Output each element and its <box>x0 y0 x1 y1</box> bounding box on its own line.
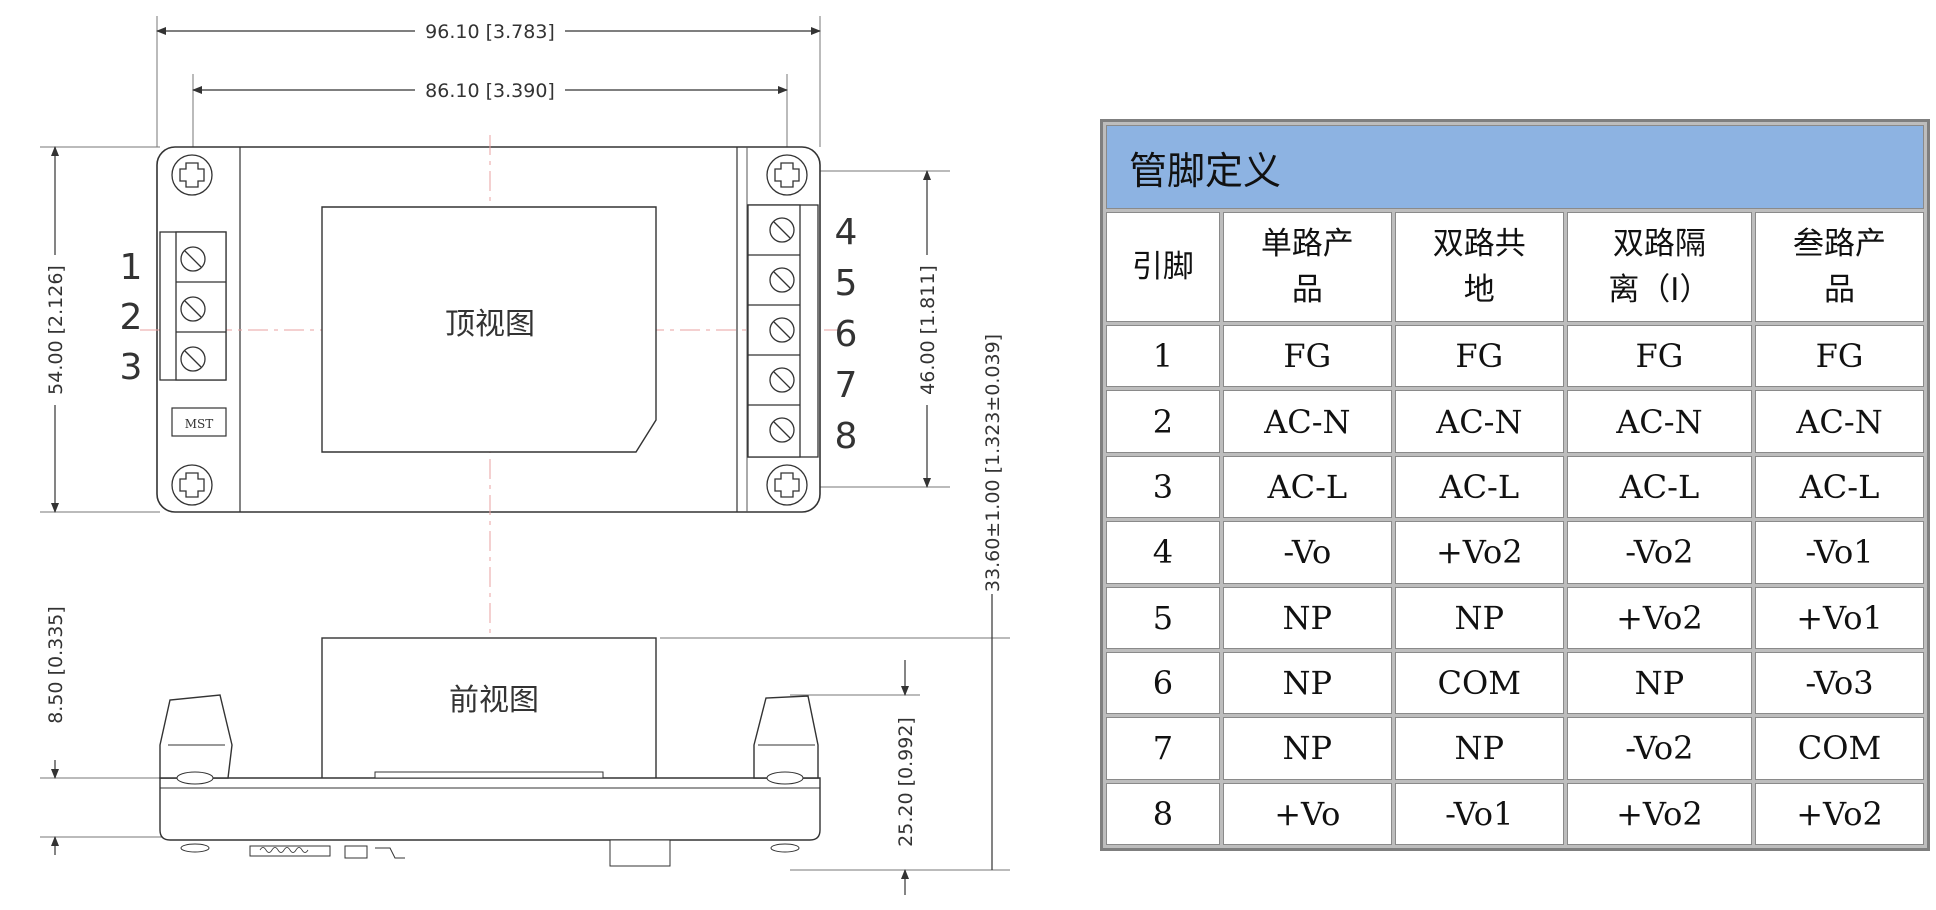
table-cell: -Vo1 <box>1394 782 1564 845</box>
table-cell: +Vo1 <box>1755 586 1924 649</box>
pin-definition-table: 管脚定义 引脚 单路产品 双路共地 双路隔离（I） 叁路产品 1 FG FG F… <box>1100 119 1930 851</box>
table-cell: 8 <box>1106 782 1220 845</box>
table-cell: AC-L <box>1755 455 1924 519</box>
screw-hole-icon <box>766 464 808 506</box>
dim-base-height: 8.50 [0.335] <box>45 606 67 724</box>
table-cell: NP <box>1222 717 1392 780</box>
table-cell: 4 <box>1106 521 1220 584</box>
dim-hole-spacing-width: 86.10 [3.390] <box>425 80 555 102</box>
table-row: 8 +Vo -Vo1 +Vo2 +Vo2 <box>1106 782 1924 845</box>
table-cell: +Vo2 <box>1566 586 1753 649</box>
table-header-row: 引脚 单路产品 双路共地 双路隔离（I） 叁路产品 <box>1106 212 1924 322</box>
table-cell: COM <box>1394 651 1564 715</box>
table-cell: FG <box>1566 325 1753 388</box>
table-row: 2 AC-N AC-N AC-N AC-N <box>1106 390 1924 453</box>
table-cell: -Vo2 <box>1566 521 1753 584</box>
front-view-label: 前视图 <box>449 683 539 718</box>
table-cell: 6 <box>1106 651 1220 715</box>
table-cell: FG <box>1755 325 1924 388</box>
table-cell: +Vo <box>1222 782 1392 845</box>
header-single: 单路产品 <box>1222 212 1392 322</box>
header-pin: 引脚 <box>1106 212 1220 322</box>
left-terminal-block <box>159 231 227 381</box>
mechanical-drawing: 96.10 [3.783] 86.10 [3.390] 54.00 [2.126… <box>40 16 1010 895</box>
table-cell: 5 <box>1106 586 1220 649</box>
screw-hole-icon <box>766 154 808 196</box>
header-triple: 叁路产品 <box>1755 212 1924 322</box>
table-cell: AC-N <box>1566 390 1753 453</box>
table-cell: NP <box>1566 651 1753 715</box>
dim-total-height: 33.60±1.00 [1.323±0.039] <box>982 334 1004 592</box>
table-cell: AC-N <box>1222 390 1392 453</box>
table-cell: 1 <box>1106 325 1220 388</box>
pin-label: 1 <box>120 247 143 288</box>
right-terminal-block <box>747 204 819 458</box>
table-cell: NP <box>1394 586 1564 649</box>
pin-label: 8 <box>835 416 858 457</box>
table-row: 3 AC-L AC-L AC-L AC-L <box>1106 455 1924 519</box>
pin-label: 4 <box>835 212 858 253</box>
table-cell: FG <box>1394 325 1564 388</box>
pin-label: 5 <box>835 263 858 304</box>
table-cell: NP <box>1394 717 1564 780</box>
pin-label: 2 <box>120 297 143 338</box>
pin-table: 管脚定义 引脚 单路产品 双路共地 双路隔离（I） 叁路产品 1 FG FG F… <box>1103 122 1927 848</box>
screw-hole-icon <box>171 154 213 196</box>
table-cell: FG <box>1222 325 1392 388</box>
pin-label: 3 <box>120 347 143 388</box>
table-cell: NP <box>1222 651 1392 715</box>
table-row: 7 NP NP -Vo2 COM <box>1106 717 1924 780</box>
pin-label: 6 <box>835 314 858 355</box>
table-cell: 7 <box>1106 717 1220 780</box>
header-dual-isolated: 双路隔离（I） <box>1566 212 1753 322</box>
table-cell: +Vo2 <box>1566 782 1753 845</box>
table-cell: +Vo2 <box>1755 782 1924 845</box>
extension-lines <box>40 16 1010 871</box>
logo-mark: MST <box>185 417 214 431</box>
front-view <box>159 637 821 867</box>
table-cell: COM <box>1755 717 1924 780</box>
table-cell: -Vo3 <box>1755 651 1924 715</box>
dim-overall-width: 96.10 [3.783] <box>425 21 555 43</box>
dim-hole-spacing-depth: 46.00 [1.811] <box>917 265 939 395</box>
table-row: 5 NP NP +Vo2 +Vo1 <box>1106 586 1924 649</box>
top-view-label: 顶视图 <box>445 307 535 342</box>
table-cell: AC-L <box>1222 455 1392 519</box>
table-row: 6 NP COM NP -Vo3 <box>1106 651 1924 715</box>
table-cell: AC-N <box>1755 390 1924 453</box>
table-cell: -Vo2 <box>1566 717 1753 780</box>
dim-terminal-height: 25.20 [0.992] <box>895 717 917 847</box>
table-cell: AC-N <box>1394 390 1564 453</box>
table-title: 管脚定义 <box>1106 125 1924 209</box>
screw-hole-icon <box>171 464 213 506</box>
table-cell: -Vo <box>1222 521 1392 584</box>
top-view: 顶视图 <box>120 135 858 640</box>
table-cell: +Vo2 <box>1394 521 1564 584</box>
table-cell: 3 <box>1106 455 1220 519</box>
table-cell: 2 <box>1106 390 1220 453</box>
dim-overall-depth: 54.00 [2.126] <box>45 265 67 395</box>
table-row: 1 FG FG FG FG <box>1106 325 1924 388</box>
header-dual-common-ground: 双路共地 <box>1394 212 1564 322</box>
table-cell: NP <box>1222 586 1392 649</box>
table-row: 4 -Vo +Vo2 -Vo2 -Vo1 <box>1106 521 1924 584</box>
table-cell: AC-L <box>1566 455 1753 519</box>
table-cell: -Vo1 <box>1755 521 1924 584</box>
pin-label: 7 <box>835 365 858 406</box>
table-cell: AC-L <box>1394 455 1564 519</box>
